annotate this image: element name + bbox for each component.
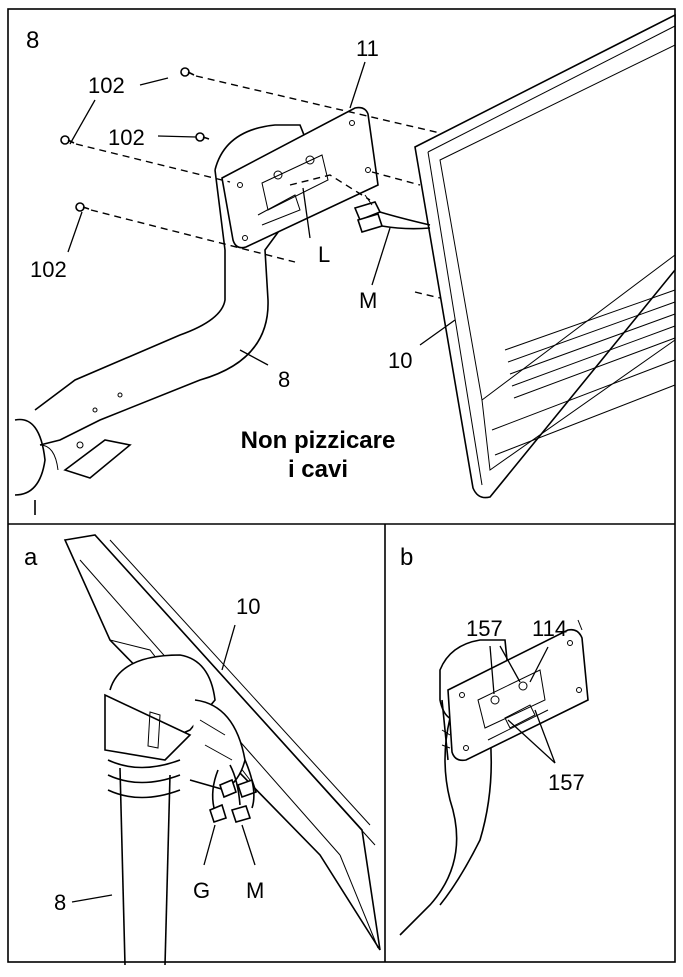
panel-b-label-hole-157: 157 bbox=[466, 616, 503, 641]
bracket-plate bbox=[221, 106, 379, 249]
step-number: 8 bbox=[26, 27, 39, 54]
leader-lines bbox=[67, 61, 456, 366]
wire-bundle bbox=[289, 174, 431, 233]
main-panel: 8 bbox=[14, 13, 676, 515]
warning-line-2: i cavi bbox=[288, 456, 348, 483]
label-console-10: 10 bbox=[388, 348, 412, 373]
panel-b-label: b bbox=[400, 544, 413, 571]
panel-a-label: a bbox=[24, 544, 38, 571]
panel-b-label-hole-114: 114 bbox=[532, 616, 567, 641]
label-bracket-11: 11 bbox=[356, 36, 379, 61]
panel-a-label-wire-m: M bbox=[246, 878, 264, 903]
panel-b: b 157 114 157 bbox=[399, 544, 589, 936]
console-part bbox=[414, 13, 676, 499]
panel-a: a 10 8 G M bbox=[24, 534, 381, 966]
label-wire-m: M bbox=[359, 288, 377, 313]
label-bolt-102: 102 bbox=[108, 125, 145, 150]
warning-line-1: Non pizzicare bbox=[241, 427, 396, 454]
panel-a-label-console-10: 10 bbox=[236, 594, 260, 619]
panel-a-label-frame-8: 8 bbox=[54, 890, 66, 915]
alignment-lines bbox=[75, 75, 441, 299]
label-bolt-102: 102 bbox=[30, 257, 67, 282]
label-bolt-102: 102 bbox=[88, 73, 125, 98]
panel-borders bbox=[7, 8, 676, 963]
label-frame-8: 8 bbox=[278, 367, 290, 392]
label-wire-l: L bbox=[318, 242, 330, 267]
frame-tube bbox=[14, 124, 321, 515]
panel-a-label-wire-g: G bbox=[193, 878, 210, 903]
panel-b-label-hole-157: 157 bbox=[548, 770, 585, 795]
